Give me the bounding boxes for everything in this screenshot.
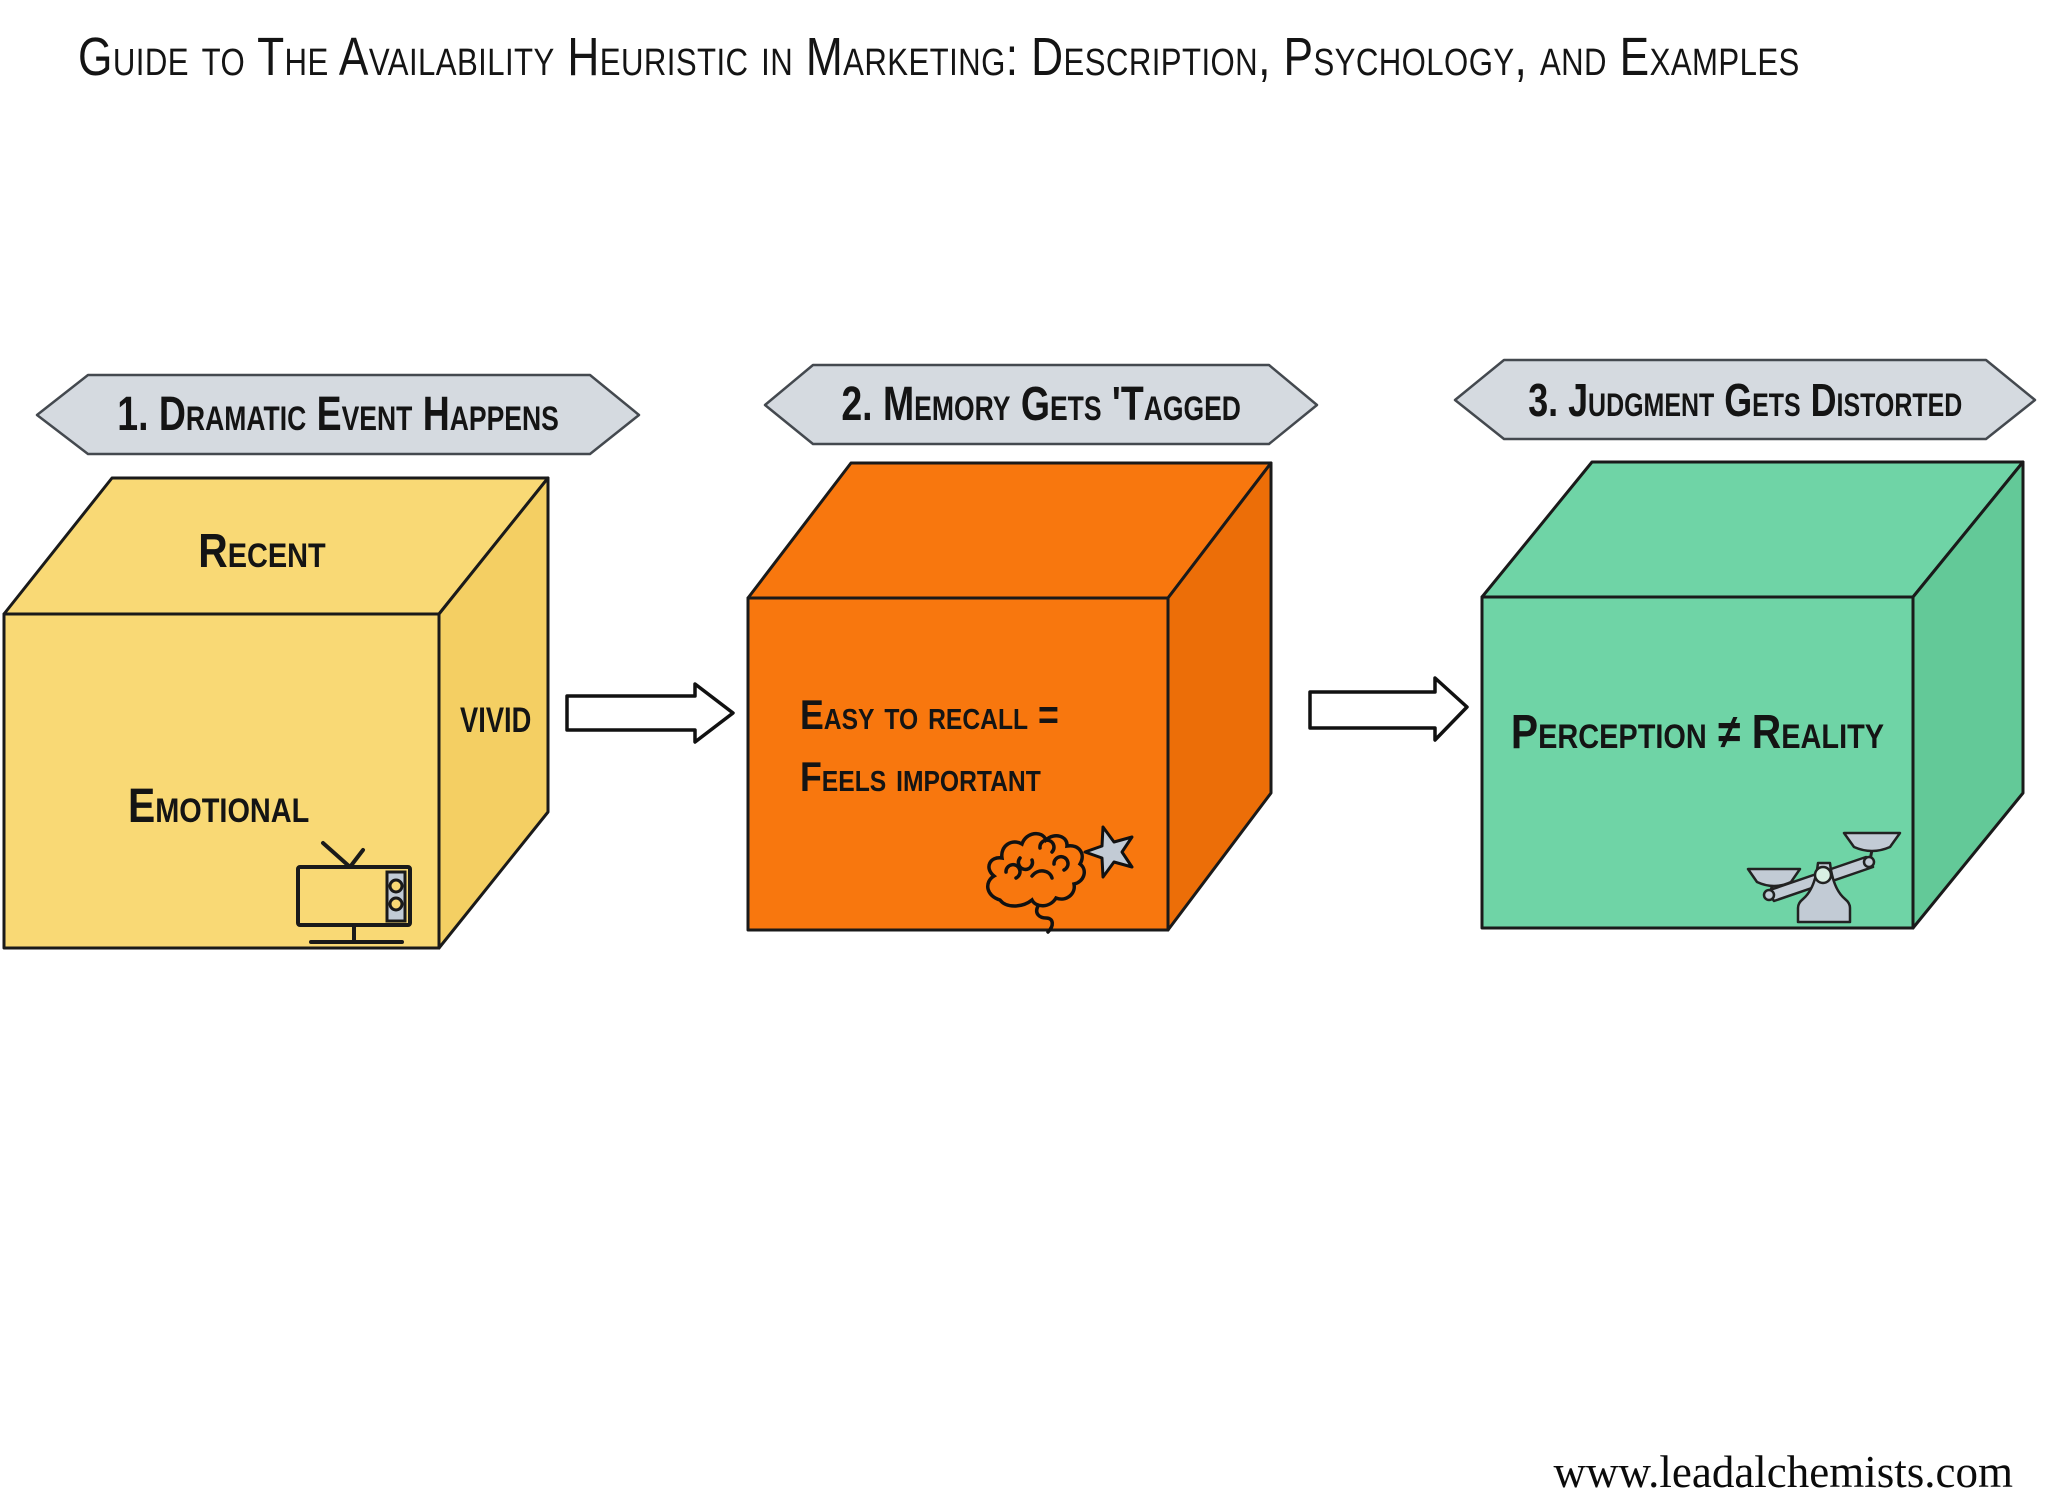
step1-banner: 1. Dramatic Event Happens (34, 371, 642, 458)
step3-banner: 3. Judgment Gets Distorted (1452, 356, 2038, 443)
step1-top-label: Recent (198, 525, 326, 578)
footer-url: www.leadalchemists.com (1553, 1447, 2013, 1497)
tv-icon (296, 841, 412, 944)
step1-banner-label: 1. Dramatic Event Happens (117, 388, 559, 441)
flow-arrow-2-icon (1308, 676, 1469, 742)
step3-banner-shape (1453, 358, 2037, 441)
page-title: Guide to The Availability Heuristic in M… (78, 26, 2048, 88)
step3-banner-label: 3. Judgment Gets Distorted (1527, 373, 1963, 426)
step2-banner: 2. Memory Gets 'Tagged (762, 361, 1320, 448)
step2-banner-label: 2. Memory Gets 'Tagged (841, 378, 1241, 431)
step2-box (746, 461, 1273, 932)
step2-front-label: Easy to recall = Feels important (800, 684, 1105, 808)
step1-side-label: vivid (460, 687, 532, 743)
page-title-text: Guide to The Availability Heuristic in M… (78, 27, 1800, 87)
step1-box (2, 476, 550, 950)
brain-icon (986, 831, 1086, 934)
balance-scale-icon (1746, 831, 1902, 924)
step1-front-label: Emotional (128, 780, 310, 833)
step1-banner-shape (35, 373, 641, 456)
step3-front-label: Perception ≠ Reality (1510, 706, 1884, 759)
step2-front-line1: Easy to recall = (800, 691, 1059, 738)
flow-arrow-1-icon (565, 682, 735, 744)
star-icon (1083, 825, 1134, 879)
step2-front-line2: Feels important (800, 753, 1041, 800)
step2-banner-shape (763, 363, 1319, 446)
step3-box (1480, 460, 2025, 930)
brain-star-icon (986, 825, 1134, 934)
